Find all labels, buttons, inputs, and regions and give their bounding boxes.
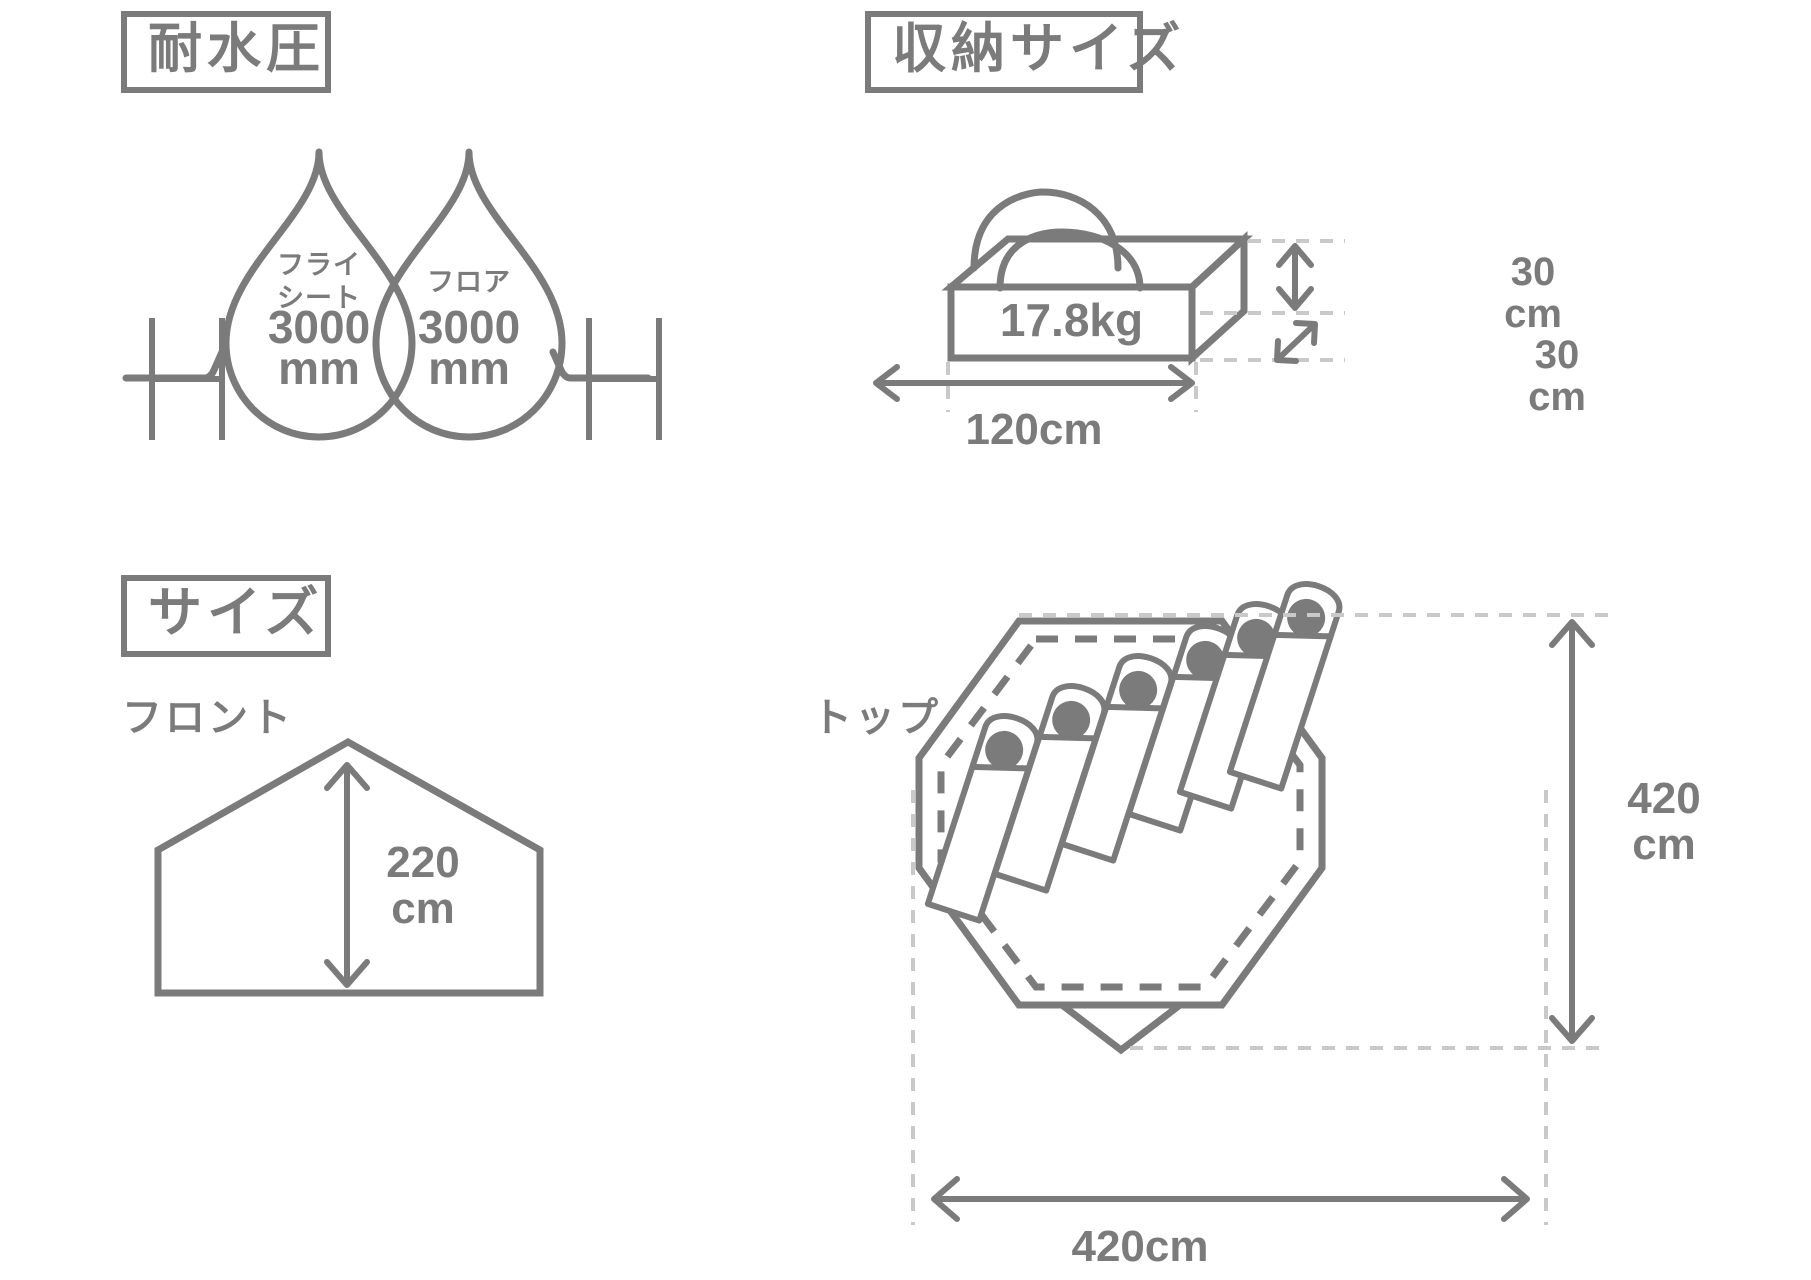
droplet-value-floor: 3000 <box>417 301 521 353</box>
front-view-label: フロント <box>122 696 294 740</box>
heading-box-storage-size <box>865 11 1143 93</box>
heading-box-water-resistance <box>121 11 331 93</box>
bag-handle-inner-icon <box>996 228 1144 292</box>
ground-line-right <box>549 348 652 382</box>
storage-depth-unit: cm <box>1528 375 1586 419</box>
post-left-icon <box>149 318 225 440</box>
heading-box-size <box>121 575 331 657</box>
heading-size: サイズ <box>148 583 324 643</box>
storage-depth-value: 30 <box>1534 333 1580 377</box>
droplet-unit-fly-sheet: mm <box>278 342 360 394</box>
top-height-value: 420 <box>1627 774 1701 823</box>
dimension-arrow-bag-height <box>1276 243 1314 311</box>
droplet-caption-floor-line1: フロア <box>427 267 511 297</box>
storage-height-value: 30 <box>1510 250 1556 294</box>
dimension-arrow-front-height <box>324 762 370 988</box>
storage-weight-label: 17.8kg <box>999 294 1144 346</box>
dimension-arrow-top-height <box>1549 619 1595 1044</box>
droplet-caption-fly-sheet-line2: シート <box>277 283 361 313</box>
droplet-caption-fly-sheet-line1: フライ <box>277 250 361 280</box>
heading-storage-size: 収納サイズ <box>892 19 1186 79</box>
storage-height-unit: cm <box>1504 292 1562 336</box>
storage-width-label: 120cm <box>965 405 1103 454</box>
droplet-value-fly-sheet: 3000 <box>267 301 371 353</box>
bag-handle-outer-icon <box>970 188 1122 272</box>
dimension-arrow-top-width <box>931 1176 1530 1222</box>
top-view-bottom-notch <box>1059 1002 1183 1055</box>
top-width-label: 420cm <box>1071 1222 1209 1271</box>
droplet-unit-floor: mm <box>428 342 510 394</box>
ground-line-left <box>122 348 226 382</box>
front-view-tent-outline <box>154 737 544 997</box>
front-height-value: 220 <box>386 838 460 887</box>
list-item <box>1226 581 1343 792</box>
dimension-arrow-bag-depth <box>1274 320 1318 364</box>
top-height-unit: cm <box>1632 820 1696 869</box>
post-right-icon <box>586 318 662 440</box>
list-item <box>924 713 1041 924</box>
front-height-unit: cm <box>391 884 455 933</box>
top-view-label: トップ <box>812 696 941 740</box>
droplet-floor-icon <box>372 148 566 441</box>
heading-water-resistance: 耐水圧 <box>148 19 325 79</box>
bag-side-face <box>1188 231 1248 366</box>
sleeping-bag-group <box>924 581 1343 924</box>
dimension-arrow-bag-width <box>873 364 1195 402</box>
droplet-fly-sheet-icon <box>222 148 416 441</box>
